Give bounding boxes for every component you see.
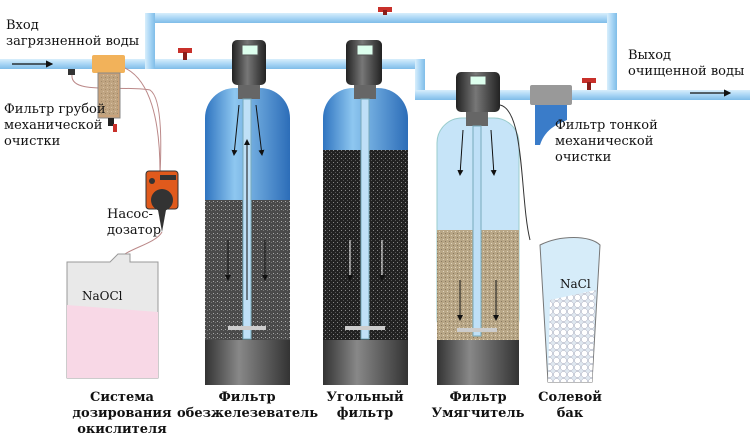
pipe-network (0, 13, 750, 100)
dosing-tube (71, 74, 162, 176)
salt-tank-label: Солевой бак (538, 390, 602, 421)
dosing-system-label: Система дозирования окислителя (72, 390, 172, 437)
carbon-filter-label: Угольный фильтр (326, 390, 404, 421)
pump-label: Насос- дозатор (107, 207, 162, 238)
softener-tank (436, 72, 520, 385)
carbon-filter-tank (323, 40, 408, 385)
iron-filter-label: Фильтр обезжелезеватель (177, 390, 319, 421)
brine-line (499, 104, 531, 241)
naocl-canister (66, 253, 159, 379)
coarse-filter (92, 55, 125, 132)
injection-point (68, 69, 75, 75)
dosing-pump (145, 170, 179, 232)
valve-icon[interactable] (178, 48, 192, 60)
coarse-filter-label: Фильтр грубой механической очистки (4, 102, 106, 149)
bypass-valve-icon[interactable] (378, 7, 392, 15)
fine-filter (530, 85, 572, 145)
outlet-valve-icon[interactable] (582, 78, 596, 90)
softener-label: Фильтр Умягчитель (431, 390, 525, 421)
brine-label: NaCl (560, 277, 591, 291)
iron-removal-filter-tank (205, 40, 290, 385)
canister-label: NaOCl (82, 289, 123, 303)
outlet-label: Выход очищенной воды (628, 48, 745, 79)
brine-tank (539, 237, 601, 383)
inlet-label: Вход загрязненной воды (6, 18, 140, 49)
fine-filter-label: Фильтр тонкой механической очистки (555, 118, 658, 165)
